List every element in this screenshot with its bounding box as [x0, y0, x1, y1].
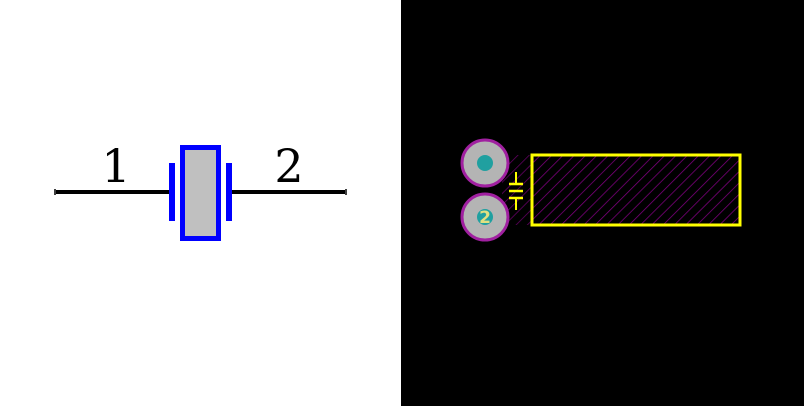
pad-2-label: 2	[479, 208, 491, 228]
right-electrode	[226, 163, 232, 221]
pad-2[interactable]: 2	[460, 192, 510, 242]
silkscreen-outline[interactable]	[530, 153, 742, 227]
pad-1[interactable]: 1	[460, 138, 510, 188]
component-body-hatch	[532, 155, 740, 225]
schematic-canvas: 1 2	[54, 139, 347, 241]
pad-2-hole	[477, 209, 493, 225]
pad-1-hole	[477, 155, 493, 171]
pcb-canvas: 1 2	[460, 138, 742, 242]
capacitor-icon	[509, 172, 523, 210]
left-electrode	[169, 163, 175, 221]
pcb-panel: 1 2	[401, 0, 804, 406]
pin-2-label: 2	[274, 139, 303, 193]
crystal-body[interactable]	[180, 145, 221, 241]
pin-1-label: 1	[101, 139, 130, 193]
pad-1-label: 1	[479, 154, 491, 174]
schematic-panel: 1 2	[0, 0, 401, 406]
